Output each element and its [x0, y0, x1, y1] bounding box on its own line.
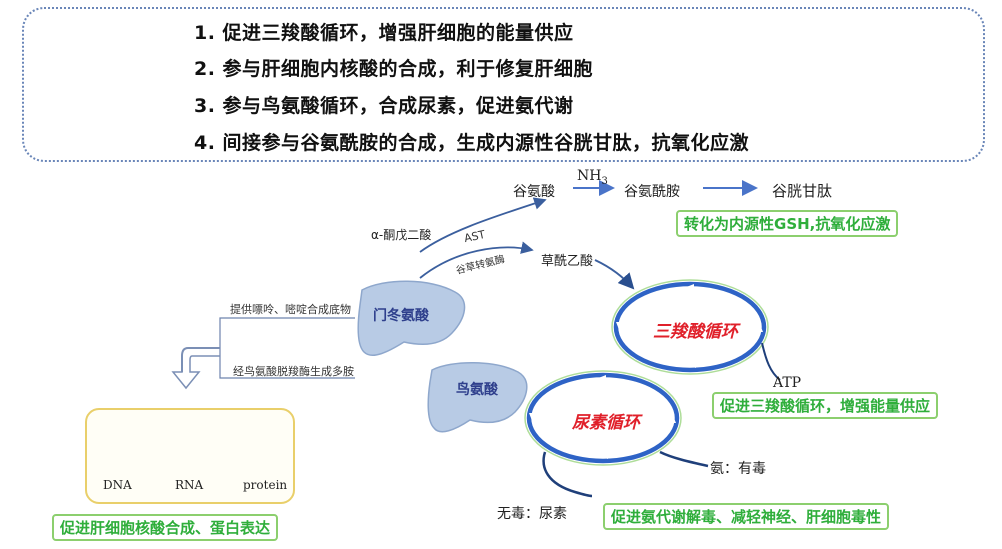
- urea-cycle-label: 尿素循环: [572, 413, 640, 433]
- atp-label: ATP: [773, 375, 802, 391]
- summary-item-1: 1. 促进三羧酸循环，增强肝细胞的能量供应: [194, 22, 574, 44]
- ornithine-path-label: 经鸟氨酸脱羧酶生成多胺: [233, 365, 354, 378]
- urea-cycle-ring: [526, 372, 680, 464]
- ammonia-tail: [659, 450, 709, 468]
- tca-cycle-arrows: [616, 284, 763, 368]
- urea-cycle-arrows: [529, 375, 676, 459]
- summary-item-2: 2. 参与肝细胞内核酸的合成，利于修复肝细胞: [194, 58, 594, 80]
- dna-label: DNA: [103, 478, 132, 492]
- ornithine-label: 鸟氨酸: [456, 382, 498, 398]
- aspartate-liver: [357, 280, 466, 356]
- urea-label: 无毒：尿素: [497, 506, 567, 522]
- gsh-label: 转化为内源性GSH,抗氧化应激: [676, 210, 899, 237]
- glutathione-label: 谷胱甘肽: [772, 182, 833, 200]
- ammonia-detox-label: 促进氨代谢解毒、减轻神经、肝细胞毒性: [603, 503, 890, 530]
- summary-box: 1. 促进三羧酸循环，增强肝细胞的能量供应 2. 参与肝细胞内核酸的合成，利于修…: [22, 7, 985, 162]
- bent-arrow-head: [171, 355, 220, 390]
- oxaloacetate-label: 草酰乙酸: [541, 254, 594, 269]
- nucleic-label: 促进肝细胞核酸合成、蛋白表达: [52, 514, 279, 541]
- purine-label: 提供嘌呤、嘧啶合成底物: [230, 303, 351, 316]
- energy-label: 促进三羧酸循环，增强能量供应: [712, 392, 939, 419]
- nucleic-acid-box: [85, 408, 295, 504]
- arrow-oxaloacetate-tca: [594, 259, 635, 290]
- tca-atp-tail: [761, 342, 781, 381]
- ornithine-liver: [427, 362, 528, 433]
- arrow-aspartate-oxaloacetate: [419, 241, 534, 279]
- summary-item-4: 4. 间接参与谷氨酰胺的合成，生成内源性谷胱甘肽，抗氧化应激: [194, 132, 750, 154]
- bent-arrow: [181, 347, 220, 372]
- ammonia-label: 氨：有毒: [710, 461, 766, 477]
- glutamine-label: 谷氨酰胺: [624, 184, 680, 200]
- summary-item-3: 3. 参与鸟氨酸循环，合成尿素，促进氨代谢: [194, 95, 574, 117]
- nh3-label: NH3: [577, 168, 608, 187]
- arrow-akg-glutamate: [419, 197, 547, 253]
- tca-cycle-label: 三羧酸循环: [653, 322, 738, 342]
- tca-cycle-ring: [613, 281, 767, 373]
- urea-tail: [542, 451, 593, 498]
- glutamate-label: 谷氨酸: [513, 184, 555, 200]
- aspartate-label: 门冬氨酸: [373, 308, 429, 324]
- rna-label: RNA: [175, 478, 204, 492]
- alpha-kg-label: α-酮戊二酸: [371, 228, 432, 242]
- protein-label: protein: [243, 478, 288, 492]
